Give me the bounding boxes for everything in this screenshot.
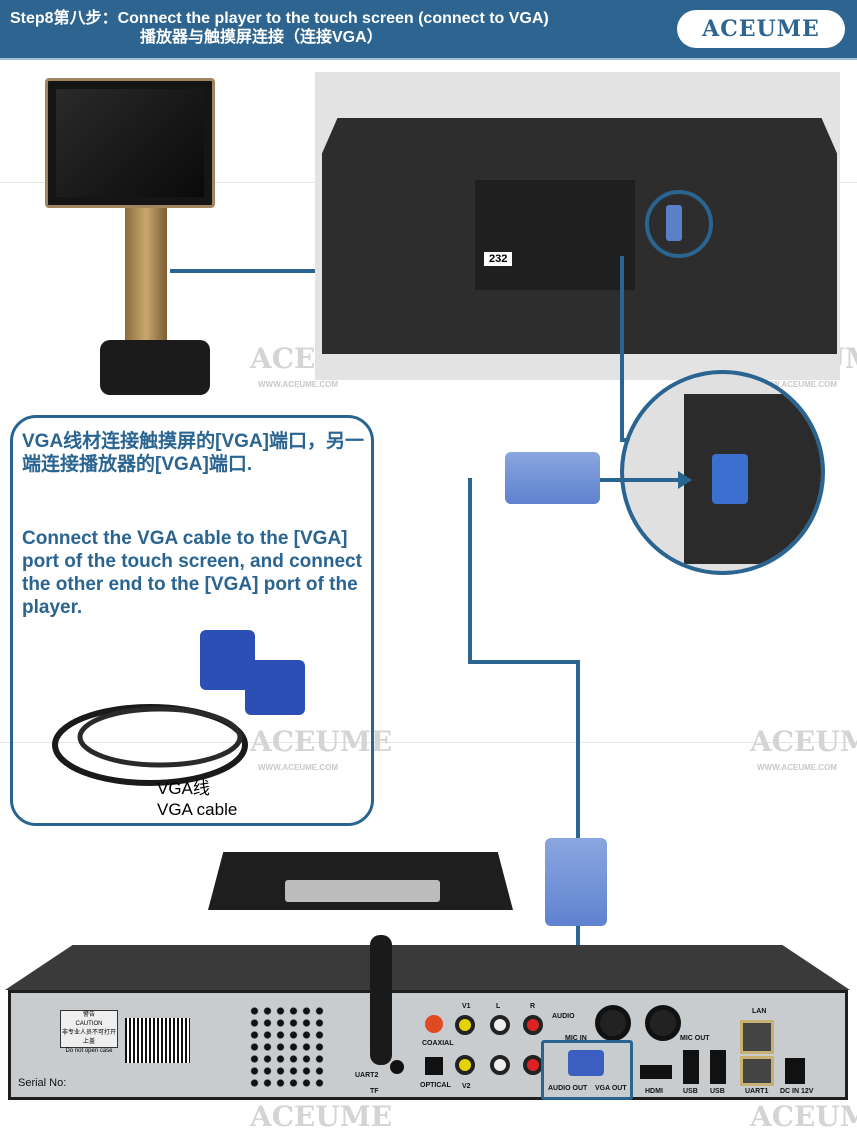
step-number: Step8 — [10, 10, 54, 27]
wifi-antenna — [370, 935, 392, 1065]
title-cn: 播放器与触摸屏连接（连接VGA） — [140, 29, 383, 46]
label-coaxial: COAXIAL — [422, 1040, 454, 1047]
dc-power-port — [785, 1058, 805, 1084]
cable-line — [468, 478, 472, 664]
uart2-port — [390, 1060, 404, 1074]
arrow-head-icon — [678, 471, 692, 489]
hdmi-port — [640, 1065, 672, 1079]
mic-out-port — [645, 1005, 681, 1041]
step-number-cn: 第八步： — [53, 10, 118, 27]
watermark-logo: ACEUME — [750, 725, 857, 758]
vga-port-highlight — [645, 190, 713, 258]
player-rear-top — [5, 945, 850, 990]
watermark-url: WWW.ACEUME.COM — [757, 380, 837, 389]
vent-holes — [248, 1005, 328, 1090]
caption-cn: VGA线 — [157, 779, 210, 798]
vga-cable-photo — [52, 630, 305, 786]
caution-sub-cn: 非专业人员不可打开上盖 — [61, 1030, 116, 1045]
kiosk-pole — [125, 208, 167, 348]
label-v1: V1 — [462, 1003, 471, 1010]
connector-line — [620, 256, 624, 442]
step-title: Step8第八步：Connect the player to the touch… — [10, 9, 549, 47]
instruction-cn: VGA线材连接触摸屏的[VGA]端口，另一端连接播放器的[VGA]端口. — [22, 431, 365, 475]
vga-out-highlight — [541, 1040, 633, 1100]
watermark-line — [0, 742, 857, 743]
caution-title: CAUTION — [75, 1021, 103, 1027]
monitor-recess — [475, 180, 635, 290]
coaxial-port — [425, 1015, 443, 1033]
usb-port — [710, 1050, 726, 1084]
vga-out-port — [568, 1050, 604, 1076]
label-usb: USB — [683, 1088, 698, 1095]
label-optical: OPTICAL — [420, 1082, 451, 1089]
label-mic-out: MIC OUT — [680, 1035, 710, 1042]
watermark-url: WWW.ACEUME.COM — [258, 380, 338, 389]
cable-line — [576, 660, 580, 840]
uart1-port — [740, 1056, 774, 1086]
label-hdmi: HDMI — [645, 1088, 663, 1095]
usb-port — [683, 1050, 699, 1084]
instruction-en: Connect the VGA cable to the [VGA] port … — [22, 528, 362, 618]
watermark-url: WWW.ACEUME.COM — [757, 763, 837, 772]
serial-number-label: Serial No: — [18, 1077, 67, 1089]
watermark-logo: ACEUME — [250, 1100, 393, 1133]
audio-r-port — [523, 1055, 543, 1075]
label-uart2: UART2 — [355, 1072, 379, 1079]
label-lan: LAN — [752, 1008, 767, 1015]
label-vga-out: VGA OUT — [595, 1085, 627, 1092]
audio-l-port — [490, 1055, 510, 1075]
brand-logo: ACEUME — [677, 10, 845, 48]
label-r: R — [530, 1003, 536, 1010]
video-port-v1 — [455, 1015, 475, 1035]
audio-r-port — [523, 1015, 543, 1035]
title-en: Connect the player to the touch screen (… — [117, 10, 549, 27]
vga-port-zoom — [620, 370, 825, 575]
player-front-panel — [285, 880, 440, 902]
lan-port — [740, 1020, 774, 1054]
optical-port — [425, 1057, 443, 1075]
connector-line — [170, 269, 316, 273]
label-l: L — [496, 1003, 501, 1010]
watermark-url: WWW.ACEUME.COM — [258, 763, 338, 772]
arrow-line — [600, 478, 680, 482]
label-v2: V2 — [462, 1083, 471, 1090]
touch-screen-kiosk — [45, 78, 215, 208]
vga-connector — [505, 452, 600, 504]
barcode-label — [125, 1018, 190, 1063]
cable-line — [468, 660, 580, 664]
label-audio-out: AUDIO OUT — [548, 1085, 588, 1092]
port-label-232: 232 — [484, 252, 513, 266]
watermark-logo: ACEUME — [750, 1100, 857, 1133]
label-dc-in: DC IN 12V — [780, 1088, 814, 1095]
kiosk-base — [100, 340, 210, 395]
label-tf: TF — [370, 1088, 379, 1095]
caution-label: 警告 CAUTION 非专业人员不可打开上盖 Do not open case — [60, 1010, 118, 1054]
caution-en: Do not open case — [65, 1048, 113, 1054]
audio-l-port — [490, 1015, 510, 1035]
mic-in-port — [595, 1005, 631, 1041]
instruction-callout — [10, 415, 374, 826]
label-uart1: UART1 — [745, 1088, 769, 1095]
caution-cn: 警告 — [82, 1012, 95, 1018]
cable-caption: VGA线 VGA cable — [157, 778, 237, 820]
watermark-logo: ACEUME — [250, 725, 393, 758]
label-usb: USB — [710, 1088, 725, 1095]
label-audio: AUDIO — [552, 1013, 575, 1020]
label-mic-in: MIC IN — [565, 1035, 587, 1042]
caption-en: VGA cable — [157, 800, 238, 819]
vga-connector — [545, 838, 607, 926]
video-port-v2 — [455, 1055, 475, 1075]
